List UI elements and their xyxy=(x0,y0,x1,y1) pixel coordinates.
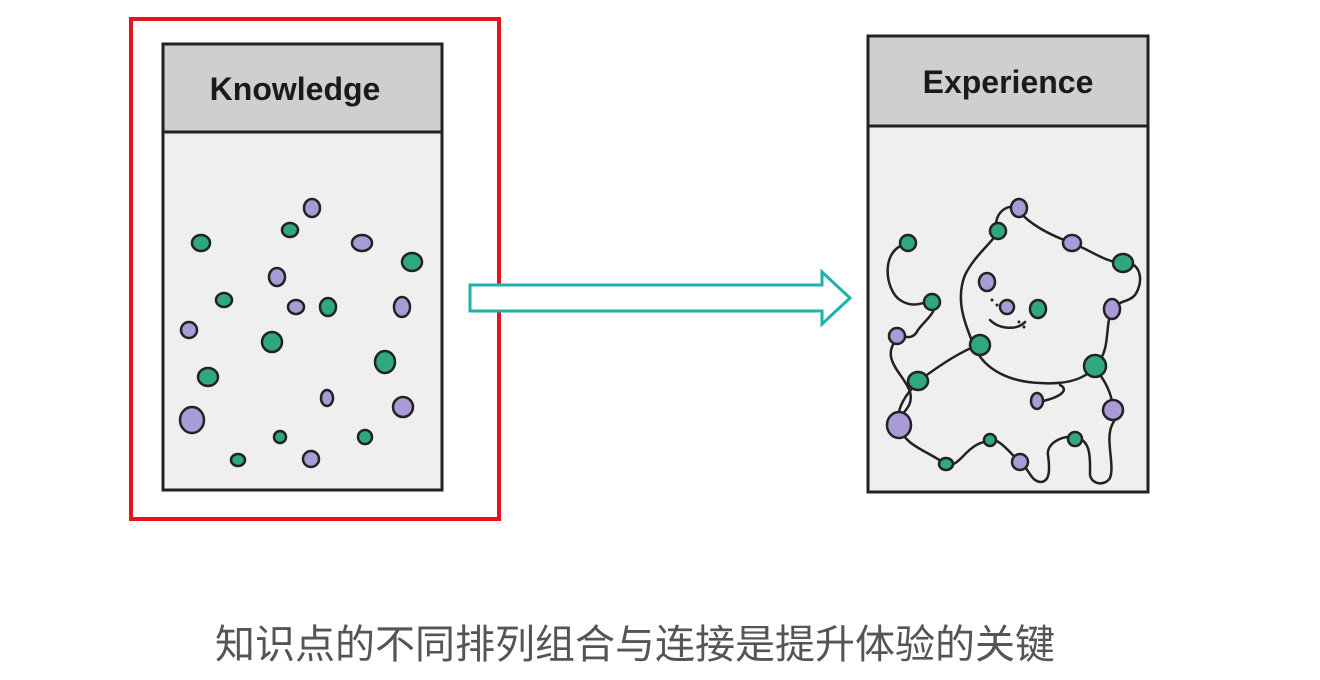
experience-dot xyxy=(1009,197,1029,219)
experience-dot xyxy=(898,233,918,253)
knowledge-dot xyxy=(286,298,306,316)
knowledge-panel-header xyxy=(161,42,444,134)
knowledge-dot xyxy=(319,388,335,408)
experience-dot xyxy=(988,221,1008,241)
knowledge-dot xyxy=(260,330,284,354)
knowledge-dot xyxy=(179,320,199,340)
experience-dot xyxy=(1082,353,1108,379)
knowledge-dot xyxy=(373,349,397,375)
knowledge-panel: Knowledge xyxy=(161,42,444,492)
experience-dot xyxy=(885,410,913,440)
knowledge-dot xyxy=(301,449,321,469)
experience-dot xyxy=(1101,398,1125,422)
experience-dot xyxy=(977,271,997,293)
experience-dot xyxy=(887,326,907,346)
experience-dot xyxy=(1028,298,1048,320)
experience-dot xyxy=(1066,430,1084,448)
knowledge-dot xyxy=(350,233,374,253)
knowledge-experience-diagram: Knowledge xyxy=(129,17,1150,521)
experience-dot xyxy=(922,292,942,312)
highlight-frame xyxy=(129,17,501,521)
experience-dot xyxy=(1029,391,1045,411)
experience-panel: Experience xyxy=(866,34,1150,494)
caption: 知识点的不同排列组合与连接是提升体验的关键 xyxy=(215,622,1055,668)
right-arrow-icon xyxy=(468,268,853,328)
experience-face-details xyxy=(990,298,1026,329)
experience-dot xyxy=(998,298,1016,316)
experience-dot xyxy=(1010,452,1030,472)
knowledge-dot xyxy=(318,296,338,318)
knowledge-dot xyxy=(272,429,288,445)
experience-dot xyxy=(1061,233,1083,253)
experience-dot xyxy=(937,456,955,472)
knowledge-dot xyxy=(302,197,322,219)
experience-dot xyxy=(968,333,992,357)
knowledge-dot xyxy=(190,233,212,253)
experience-dots xyxy=(885,197,1135,472)
knowledge-dot xyxy=(196,366,220,388)
knowledge-dot xyxy=(392,295,412,319)
knowledge-dot xyxy=(391,395,415,419)
knowledge-dot xyxy=(267,266,287,288)
experience-panel-header xyxy=(866,34,1150,128)
experience-dot xyxy=(982,432,998,448)
experience-dot xyxy=(906,370,930,392)
experience-dot xyxy=(1111,252,1135,274)
knowledge-dot xyxy=(400,251,424,273)
knowledge-dots xyxy=(178,197,424,469)
knowledge-dot xyxy=(356,428,374,446)
knowledge-title: Knowledge xyxy=(210,71,381,107)
knowledge-dot xyxy=(214,291,234,309)
experience-title: Experience xyxy=(923,64,1094,100)
knowledge-dot xyxy=(178,405,206,435)
knowledge-dot xyxy=(280,221,300,239)
experience-dot xyxy=(1102,297,1122,321)
knowledge-dot xyxy=(229,452,247,468)
